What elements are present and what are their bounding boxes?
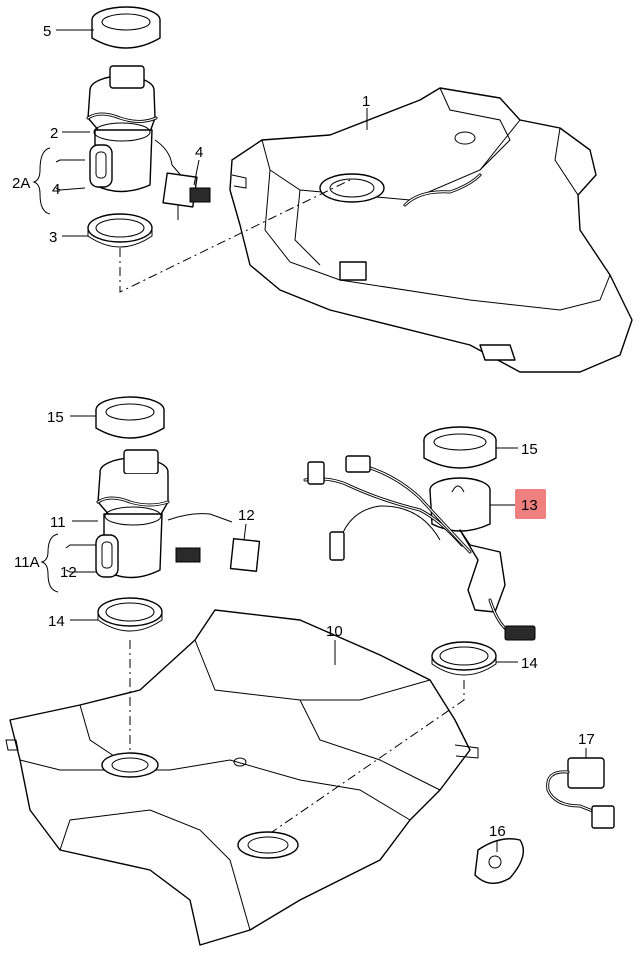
callout-15-left: 15 xyxy=(47,409,64,426)
fuel-level-sender-lower xyxy=(167,513,261,572)
seal-14-right xyxy=(431,641,497,676)
callout-10: 10 xyxy=(326,623,343,640)
callout-14-right: 14 xyxy=(521,655,538,672)
callout-11a: 11A xyxy=(14,554,40,571)
callout-1: 1 xyxy=(362,93,370,110)
fuel-pump-module-lower xyxy=(95,449,170,579)
callout-11: 11 xyxy=(50,514,66,531)
part-17 xyxy=(546,757,615,829)
callout-13: 13 xyxy=(521,497,538,514)
locking-ring-5 xyxy=(91,6,161,49)
callout-5: 5 xyxy=(43,23,51,40)
suction-jet-pump-13 xyxy=(429,477,536,641)
leader-lines xyxy=(32,29,587,852)
callout-12: 12 xyxy=(238,507,255,524)
part-16 xyxy=(474,838,524,884)
fuel-tank-upper xyxy=(229,87,633,373)
callout-16: 16 xyxy=(489,823,506,840)
callout-3: 3 xyxy=(49,229,57,246)
fuel-tank-lower xyxy=(5,609,479,946)
callout-13-highlight xyxy=(515,489,546,519)
fuel-level-sender-upper xyxy=(154,139,211,220)
seal-3 xyxy=(87,213,153,248)
wiring-harness xyxy=(303,455,472,561)
seal-14-left xyxy=(97,597,163,632)
callout-14-left: 14 xyxy=(48,613,65,630)
callout-17: 17 xyxy=(578,731,595,748)
callout-2: 2 xyxy=(50,125,58,142)
callout-2a: 2A xyxy=(12,175,30,192)
callout-4: 4 xyxy=(195,144,203,161)
locking-ring-15-right xyxy=(423,426,497,469)
callout-15-right: 15 xyxy=(521,441,538,458)
callout-2a-sub: 4 xyxy=(52,181,60,198)
fuel-pump-module-upper xyxy=(86,65,158,193)
locking-ring-15-left xyxy=(95,396,165,439)
callout-11a-sub: 12 xyxy=(60,564,77,581)
